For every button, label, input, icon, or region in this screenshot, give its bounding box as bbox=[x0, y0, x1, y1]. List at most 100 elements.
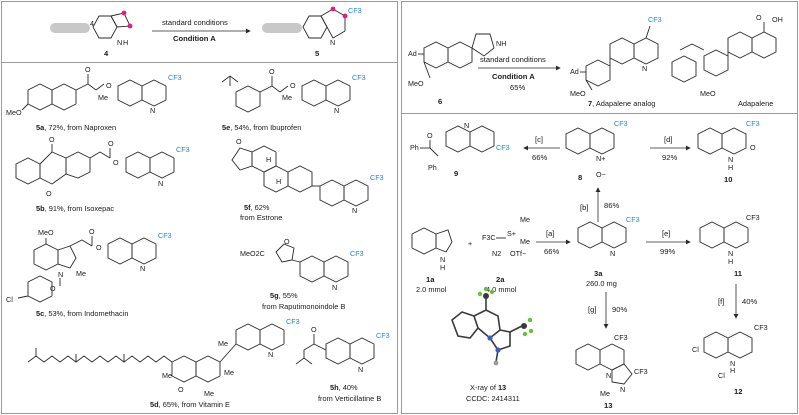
cf3-group: CF3 bbox=[352, 73, 366, 82]
atom-n: N bbox=[268, 350, 273, 359]
structure-5b: O O O O N CF3 bbox=[15, 135, 190, 198]
atom-me: Me bbox=[282, 93, 292, 102]
atom-n: N bbox=[610, 249, 615, 258]
plus-sign: + bbox=[468, 239, 472, 248]
atom-me: Me bbox=[600, 389, 610, 398]
atom-cl: Cl bbox=[692, 345, 699, 354]
atom-f3c: F3C bbox=[482, 233, 496, 242]
label-5e: 5e, 54%, from Ibuprofen bbox=[222, 123, 301, 132]
cf3-group: CF3 bbox=[648, 15, 662, 24]
compound-label-6: 6 bbox=[438, 97, 442, 106]
amount-1a: 2.0 mmol bbox=[416, 285, 447, 294]
atom-n: N bbox=[330, 38, 335, 47]
atom-o: O bbox=[108, 139, 114, 148]
cf3-group: CF3 bbox=[746, 213, 760, 222]
atom-o: O bbox=[756, 13, 762, 22]
compound-9: Ph O Ph N CF3 9 bbox=[410, 121, 510, 178]
compound-label-4: 4 bbox=[104, 49, 109, 58]
frame-synthesis bbox=[401, 113, 798, 414]
structure-5d: O Me Me Me Me N CF3 bbox=[27, 317, 300, 398]
atom-me: Me bbox=[520, 237, 530, 246]
atom-n2: N2 bbox=[492, 249, 501, 258]
cf3-group: CF3 bbox=[168, 73, 182, 82]
atom-meo: MeO bbox=[38, 228, 54, 237]
atom-o: O bbox=[49, 135, 55, 144]
step-a-yield: 66% bbox=[544, 247, 559, 256]
atom-n: N bbox=[464, 121, 469, 130]
atom-o: O bbox=[427, 131, 433, 140]
cf3-group: CF3 bbox=[176, 145, 190, 154]
atom-o: O bbox=[178, 385, 184, 394]
compound-label-11: 11 bbox=[734, 269, 743, 278]
atom-me: Me bbox=[218, 339, 228, 348]
structure-5e: O Me O N CF3 bbox=[221, 67, 366, 115]
step-g-yield: 90% bbox=[612, 305, 627, 314]
cf3-group: CF3 bbox=[746, 119, 760, 128]
step-d-yield: 92% bbox=[662, 153, 677, 162]
structure-5g: MeO2C O N CF3 bbox=[240, 237, 364, 292]
step-c-label: [c] bbox=[535, 135, 543, 144]
atom-n: N bbox=[352, 206, 357, 215]
compound-label-13: 13 bbox=[604, 401, 612, 410]
marker-dot bbox=[330, 6, 336, 12]
compound-label-8: 8 bbox=[578, 173, 582, 182]
atom-me: Me bbox=[76, 269, 86, 278]
compound-3a: N CF3 3a 260.0 mg bbox=[577, 215, 640, 288]
compound-label-10: 10 bbox=[724, 175, 732, 184]
structure-5c: MeO Me N O O N CF3 O Cl bbox=[6, 227, 172, 304]
cf3-group: CF3 bbox=[614, 119, 628, 128]
position-label: 4 bbox=[90, 19, 94, 28]
atom-h: H bbox=[123, 38, 128, 47]
atom-n: N bbox=[620, 385, 625, 394]
atom-h: H bbox=[440, 263, 445, 272]
atom-meo: MeO bbox=[570, 89, 586, 98]
compound-13: N N Me CF3 CF3 13 bbox=[575, 333, 648, 410]
atom-n: N bbox=[332, 283, 337, 292]
atom-n: N bbox=[117, 38, 122, 47]
marker-dot bbox=[127, 23, 133, 29]
conditions-text: standard conditions bbox=[480, 55, 546, 64]
label-adapalene: Adapalene bbox=[738, 99, 773, 108]
step-f-yield: 40% bbox=[742, 297, 757, 306]
cf3-group: CF3 bbox=[370, 173, 384, 182]
label-5b: 5b, 91%, from Isoxepac bbox=[36, 204, 114, 213]
compound-label-1a: 1a bbox=[426, 275, 435, 284]
atom-n: N bbox=[728, 249, 733, 258]
substituent-pill bbox=[262, 23, 302, 33]
label-5h-source: from Verticillatine B bbox=[318, 394, 381, 403]
label-5f: 5f, 62% bbox=[244, 203, 270, 212]
xray-structure bbox=[451, 286, 534, 366]
atom-o: O bbox=[50, 284, 56, 293]
marker-dot bbox=[342, 13, 348, 19]
atom-h: H bbox=[266, 155, 271, 164]
derivatives-panel: MeO O Me O N CF3 5a, 72%, from Naproxen … bbox=[6, 65, 390, 409]
atom-me: Me bbox=[520, 215, 530, 224]
atom-meo2c: MeO2C bbox=[240, 249, 265, 258]
cf3-group: CF3 bbox=[158, 231, 172, 240]
step-e-label: [e] bbox=[662, 229, 670, 238]
xray-label: X-ray of 13 bbox=[470, 383, 506, 392]
atom-nh: NH bbox=[496, 39, 506, 48]
label-5a: 5a, 72%, from Naproxen bbox=[36, 123, 116, 132]
label-5h: 5h, 40% bbox=[330, 383, 358, 392]
step-b-label: [b] bbox=[580, 203, 588, 212]
compound-2a: F3C S+ Me Me N2 OTf− 2a 4.0 mmol bbox=[482, 215, 530, 294]
atom-n: N bbox=[642, 64, 647, 73]
atom-cl: Cl bbox=[718, 371, 725, 380]
compound-label-5: 5 bbox=[315, 49, 320, 58]
atom-meo: MeO bbox=[408, 79, 424, 88]
cf3-group: CF3 bbox=[626, 215, 640, 224]
label-5f-source: from Estrone bbox=[240, 213, 282, 222]
cf3-group: CF3 bbox=[376, 331, 390, 340]
amount-2a: 4.0 mmol bbox=[486, 285, 517, 294]
cf3-group: CF3 bbox=[286, 317, 300, 326]
atom-otf: OTf− bbox=[510, 249, 526, 258]
atom-n: N bbox=[358, 365, 363, 374]
structure-5h: O N CF3 bbox=[295, 325, 390, 374]
atom-ad: Ad bbox=[570, 67, 579, 76]
atom-n: N bbox=[334, 106, 339, 115]
atom-meo: MeO bbox=[6, 108, 22, 117]
synthesis-panel: Ph O Ph N CF3 9 [c] 66% N+ O− CF3 8 [d] … bbox=[410, 119, 768, 410]
frame-derivatives bbox=[1, 62, 398, 414]
